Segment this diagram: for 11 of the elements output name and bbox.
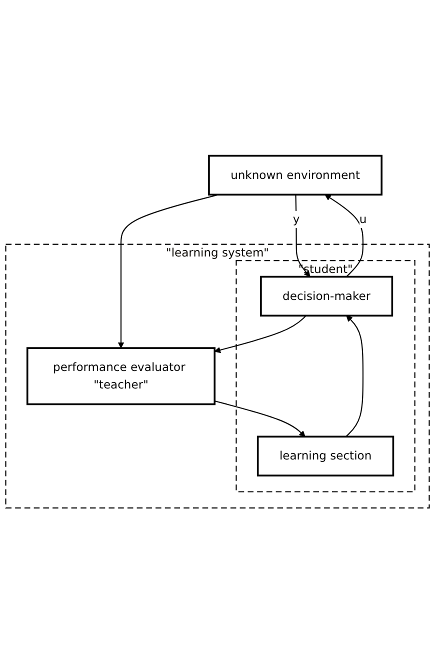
arrow: [118, 194, 219, 348]
node-box: performance evaluator "teacher": [26, 346, 216, 405]
arrow: [214, 400, 306, 437]
edge-label: u: [359, 212, 367, 226]
arrow: [295, 194, 310, 277]
node-box: decision-maker: [260, 276, 394, 316]
edge-label: y: [292, 212, 300, 226]
node-box: unknown environment: [208, 154, 382, 196]
node-box: learning section: [256, 435, 394, 476]
arrow: [346, 315, 364, 437]
arrow: [214, 314, 307, 353]
